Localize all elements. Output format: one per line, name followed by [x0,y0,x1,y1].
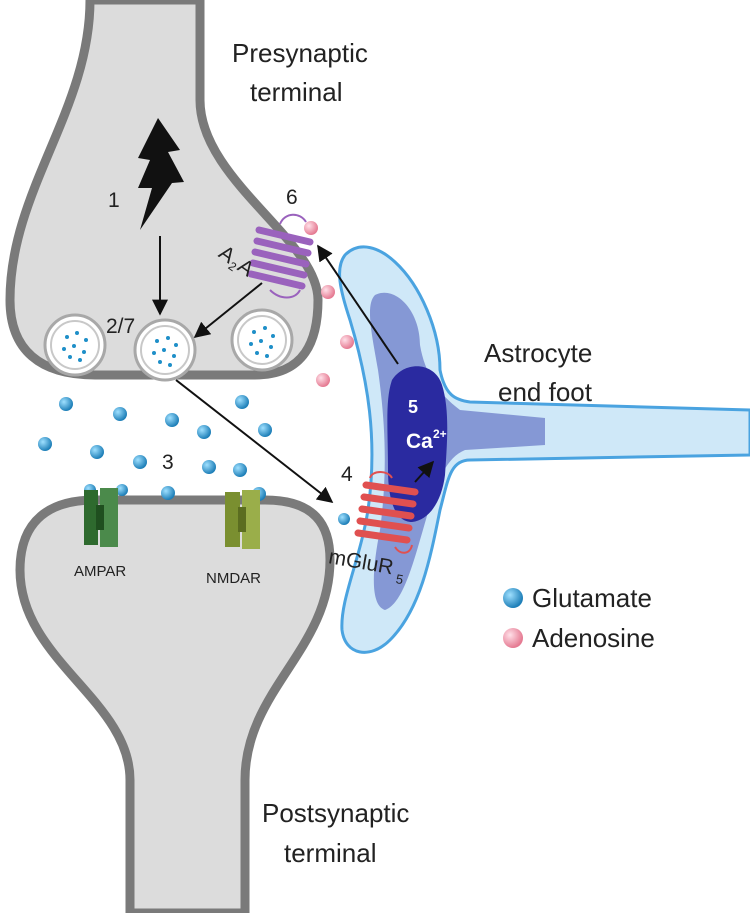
label-astrocyte-2: end foot [498,377,593,407]
vesicle-left [43,313,107,377]
lightning-bolt-icon [138,118,184,230]
label-astrocyte-1: Astrocyte [484,338,592,368]
arrow-astrocyte-to-a2a [317,244,399,365]
adenosine-molecules [304,221,354,387]
arrow-mglur5-to-calcium [414,460,435,483]
label-calcium-sup: 2+ [433,427,447,441]
step-27-label: 2/7 [106,315,135,338]
label-postsynaptic-1: Postsynaptic [262,798,409,828]
legend-adenosine-dot [503,628,523,648]
arrow-vesicle-to-mglur5 [175,379,334,503]
mglur5-receptor-loops [369,471,413,554]
step-5-label: 5 [408,397,418,417]
label-nmdar: NMDAR [206,570,261,587]
postsynaptic-terminal [15,495,335,913]
legend-glutamate-dot [503,588,523,608]
vesicle-right [230,308,294,372]
legend-glutamate-label: Glutamate [532,583,652,613]
a2a-receptor [247,226,314,290]
step-6-label: 6 [286,186,298,209]
svg-text:5: 5 [395,571,405,587]
legend-adenosine-label: Adenosine [532,623,655,653]
vesicle-middle [133,318,197,382]
nmdar-receptor [225,490,260,549]
label-presynaptic-1: Presynaptic [232,38,368,68]
a2a-receptor-loops [269,213,307,299]
label-presynaptic-2: terminal [250,77,342,107]
step-4-label: 4 [341,463,353,486]
label-postsynaptic-2: terminal [284,838,376,868]
label-ampar: AMPAR [74,563,126,580]
calcium-core [387,366,448,522]
arrow-a2a-to-vesicle [193,282,263,339]
ampar-receptor [84,488,118,547]
step-1-label: 1 [108,189,120,212]
mglur5-receptor [354,481,419,544]
step-3-label: 3 [162,451,174,474]
astrocyte-end-foot [338,245,750,654]
label-calcium: Ca [406,430,433,453]
